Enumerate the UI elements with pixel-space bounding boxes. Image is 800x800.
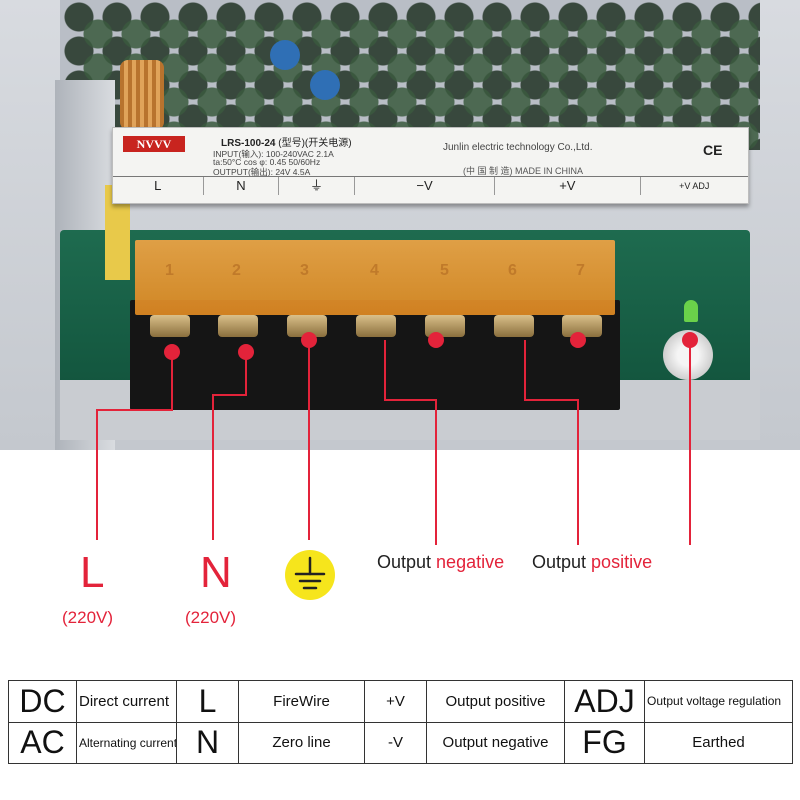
made-in: (中 国 制 造) MADE IN CHINA [463, 166, 584, 176]
company-name: Junlin electric technology Co.,Ltd. [443, 142, 593, 153]
output-positive-label: Output positive [532, 552, 653, 572]
callout-line-negative [384, 340, 437, 545]
terminal-number: 2 [232, 262, 241, 279]
terminal-number: 3 [300, 262, 309, 279]
callout-line-n [212, 352, 247, 540]
power-supply-photo: NVVV LRS-100-24 (型号)(开关电源) INPUT(输入): 10… [0, 0, 800, 450]
model-number: LRS-100-24 (型号)(开关电源) [221, 138, 352, 149]
legend-symbol: AC [8, 721, 77, 764]
neutral-letter: N [200, 548, 232, 597]
legend-symbol: DC [8, 680, 77, 723]
neutral-voltage: (220V) [185, 608, 237, 627]
power-led [684, 300, 698, 322]
callout-line-l [96, 352, 173, 540]
temp-spec: ta:50°C cos φ: 0.45 50/60Hz [213, 157, 321, 167]
terminal-legend-row: L N ⏚ −V +V +V ADJ [113, 176, 748, 195]
legend-row: DC Direct current L FireWire +V Output p… [8, 680, 793, 723]
legend-desc: Output voltage regulation [644, 680, 793, 723]
legend-symbol: L [176, 680, 239, 723]
legend-desc: Alternating current [76, 721, 177, 764]
terminal-screw [150, 315, 190, 337]
terminal-screw [356, 315, 396, 337]
ground-icon [285, 550, 335, 600]
marker-dot [164, 344, 180, 360]
legend-symbol: -V [364, 721, 427, 764]
rating-label: NVVV LRS-100-24 (型号)(开关电源) INPUT(输入): 10… [112, 127, 749, 204]
terminal-label: L [113, 177, 204, 195]
terminal-number: 1 [165, 262, 174, 279]
terminal-label: ⏚ [279, 177, 355, 195]
terminal-label: +V ADJ [679, 181, 710, 191]
legend-table: DC Direct current L FireWire +V Output p… [8, 680, 793, 764]
live-letter: L [80, 548, 105, 597]
terminal-label: −V [355, 177, 496, 195]
input-spec: INPUT(输入): 100-240VAC 2.1A [213, 149, 334, 159]
inductor-coil [120, 60, 164, 130]
legend-desc: Earthed [644, 721, 793, 764]
legend-symbol: +V [364, 680, 427, 723]
terminal-label: N [204, 177, 280, 195]
marker-dot [238, 344, 254, 360]
legend-desc: Output negative [426, 721, 565, 764]
terminal-screw [494, 315, 534, 337]
terminal-cover [135, 240, 615, 315]
legend-symbol: N [176, 721, 239, 764]
terminal-number: 4 [370, 262, 379, 279]
marker-dot [301, 332, 317, 348]
ce-mark: CE [703, 142, 723, 158]
output-spec: OUTPUT(输出): 24V 4.5A [213, 167, 311, 177]
marker-dot [682, 332, 698, 348]
legend-desc: Output positive [426, 680, 565, 723]
terminal-number: 5 [440, 262, 449, 279]
terminal-screw [425, 315, 465, 337]
marker-dot [428, 332, 444, 348]
brand-logo: NVVV [123, 136, 185, 152]
terminal-number: 6 [508, 262, 517, 279]
terminal-screw [287, 315, 327, 337]
output-negative-label: Output negative [377, 552, 505, 572]
callout-line-positive [524, 340, 579, 545]
legend-row: AC Alternating current N Zero line -V Ou… [8, 721, 793, 764]
terminal-label: +V [495, 177, 641, 195]
capacitor [270, 40, 300, 70]
legend-desc: Direct current [76, 680, 177, 723]
terminal-number: 7 [576, 262, 585, 279]
terminal-screw [218, 315, 258, 337]
capacitor [310, 70, 340, 100]
terminal-screw [562, 315, 602, 337]
callout-lines [96, 332, 698, 545]
legend-symbol: ADJ [564, 680, 645, 723]
legend-desc: FireWire [238, 680, 365, 723]
marker-dot [570, 332, 586, 348]
live-voltage: (220V) [62, 608, 114, 627]
legend-desc: Zero line [238, 721, 365, 764]
legend-symbol: FG [564, 721, 645, 764]
